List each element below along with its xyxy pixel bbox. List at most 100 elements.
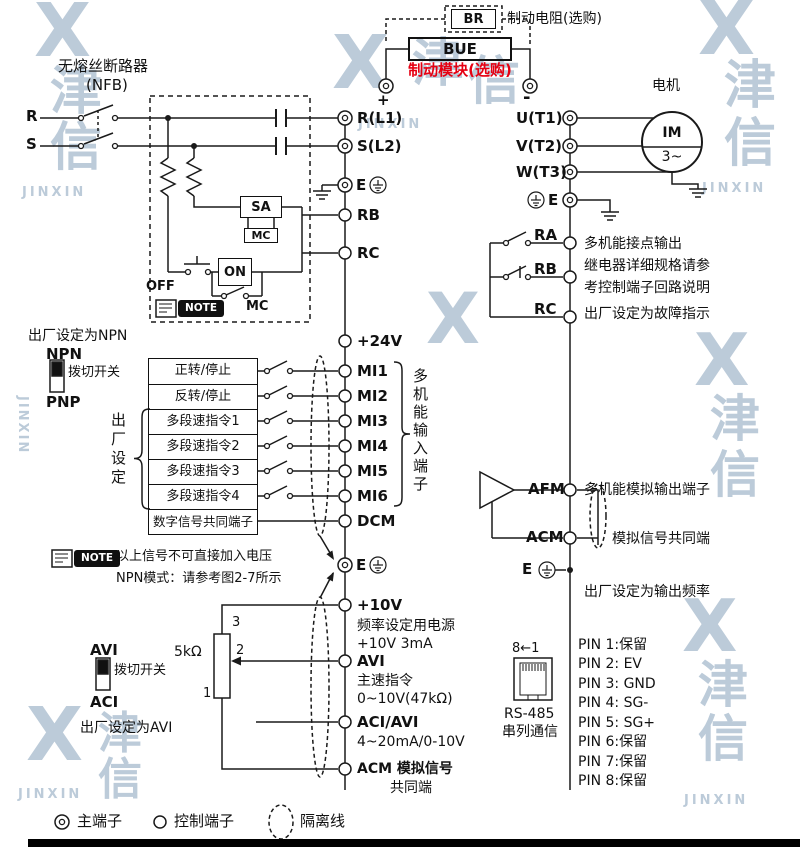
watermark-x-logo: X — [26, 692, 84, 778]
dc-plus-label: + — [377, 91, 390, 109]
note-tag: NOTE — [74, 550, 120, 567]
digital-row-label: 数字信号共同端子 — [149, 509, 257, 534]
pot-terminal-2: 2 — [236, 643, 245, 658]
note-line-1: 以上信号不可直接加入电压 — [116, 549, 273, 564]
terminal-r-l1: R(L1) — [357, 109, 403, 127]
terminal-mi1: MI1 — [357, 362, 388, 380]
npn-default-note: 出厂设定为NPN — [28, 328, 128, 344]
phase-s-label: S — [26, 135, 37, 153]
terminal-e1: E — [356, 176, 367, 194]
terminal-mi2: MI2 — [357, 387, 388, 405]
terminal-acm: ACM 模拟信号 — [357, 761, 453, 777]
watermark-en: JINXIN — [22, 185, 87, 200]
pin-list-item: PIN 1:保留 — [578, 637, 648, 653]
motor-phase-label: 3~ — [661, 149, 683, 165]
afm-note: 多机能模拟输出端子 — [584, 482, 710, 498]
watermark-cn: 信 — [698, 710, 748, 768]
terminal-ra: RA — [534, 226, 558, 244]
motor-title: 电机 — [652, 78, 680, 94]
relay-note-3: 考控制端子回路说明 — [584, 280, 710, 296]
avi-default-note: 出厂设定为AVI — [80, 720, 173, 736]
digital-row-label: 正转/停止 — [174, 363, 232, 378]
watermark-cn: 信 — [710, 446, 760, 504]
terminal-e2: E — [356, 556, 367, 574]
watermark-en: JINXIN — [684, 793, 749, 808]
pot-value: 5kΩ — [174, 644, 202, 660]
pnp-label: PNP — [46, 393, 81, 411]
bue-note: 制动模块(选购) — [408, 61, 512, 79]
terminal-mi6: MI6 — [357, 487, 388, 505]
mc-coil-box: MC — [244, 228, 278, 243]
phase-r-label: R — [26, 107, 38, 125]
watermark-cn: 信 — [468, 52, 521, 112]
factory-setting-vertical: 出厂设定 — [109, 412, 127, 488]
terminal-afm: AFM — [528, 480, 565, 498]
terminal-rb: RB — [357, 206, 380, 224]
toggle-switch-label: 拨切开关 — [114, 663, 167, 678]
watermark-cn: 津 — [412, 34, 465, 94]
watermark-x-logo: X — [698, 0, 756, 72]
terminal-s-l2: S(L2) — [357, 137, 402, 155]
watermark-cn: 津 — [710, 390, 760, 448]
bue-box: BUE — [408, 37, 512, 61]
digital-row-label: 多段速指令3 — [149, 459, 257, 484]
note-line-2: NPN模式：请参考图2-7所示 — [116, 571, 282, 586]
relay-note-1: 多机能接点输出 — [584, 236, 682, 252]
terminal-avi-desc2: 0~10V(47kΩ) — [357, 691, 453, 707]
pot-terminal-1: 1 — [203, 686, 212, 701]
acm-note: 模拟信号共同端 — [612, 531, 710, 547]
pin-list-item: PIN 6:保留 — [578, 734, 648, 750]
terminal-v-t2: V(T2) — [516, 137, 562, 155]
output-frequency-note: 出厂设定为输出频率 — [584, 584, 710, 600]
watermark-cn: 津 — [50, 62, 103, 122]
npn-label: NPN — [46, 345, 83, 363]
pin-list-item: PIN 2: EV — [578, 656, 642, 672]
br-box: BR — [451, 9, 496, 29]
on-button-box: ON — [218, 258, 252, 286]
watermark-en: JINXIN — [358, 117, 423, 132]
terminal-mi3: MI3 — [357, 412, 388, 430]
digital-input-function-table: 正转/停止 反转/停止 多段速指令1 多段速指令2 多段速指令3 多段速指令4 … — [148, 358, 258, 535]
digital-row-label: 多段速指令1 — [149, 409, 257, 434]
terminal-acm-desc: 共同端 — [390, 780, 432, 796]
watermark-x-logo: X — [426, 278, 480, 360]
note-tag: NOTE — [178, 300, 224, 317]
watermark-cn: 信 — [724, 114, 777, 174]
off-button-label: OFF — [146, 279, 175, 294]
terminal-rb-right: RB — [534, 260, 557, 278]
legend-shield-line: 隔离线 — [300, 812, 346, 830]
pin-list-item: PIN 7:保留 — [578, 754, 648, 770]
watermark-cn: 津 — [698, 656, 748, 714]
terminal-mi4: MI4 — [357, 437, 388, 455]
mc-aux-label: MC — [246, 299, 269, 314]
legend-control-terminal: 控制端子 — [174, 812, 235, 830]
relay-note-4: 出厂设定为故障指示 — [584, 306, 710, 322]
terminal-10v-desc2: +10V 3mA — [357, 636, 433, 652]
terminal-aci-desc: 4~20mA/0-10V — [357, 734, 465, 750]
terminal-avi-desc1: 主速指令 — [357, 673, 413, 689]
avi-switch-label: AVI — [90, 641, 118, 659]
digital-row-label: 多段速指令4 — [149, 484, 257, 509]
motor-im-label: IM — [662, 125, 682, 141]
terminal-10v-desc1: 频率设定用电源 — [357, 618, 455, 634]
watermark-en: JINXIN — [702, 181, 767, 196]
rs485-sublabel: 串列通信 — [502, 724, 558, 740]
terminal-w-t3: W(T3) — [516, 163, 567, 181]
watermark-en: JINXIN — [18, 787, 83, 802]
terminal-mi5: MI5 — [357, 462, 388, 480]
watermark-x-logo: X — [34, 0, 92, 74]
terminal-rc-right: RC — [534, 300, 557, 318]
terminal-e-right: E — [548, 191, 559, 209]
terminal-acm-right: ACM — [526, 528, 564, 546]
terminal-rc: RC — [357, 244, 380, 262]
watermark-cn: 信 — [50, 118, 103, 178]
bottom-divider-bar — [28, 839, 800, 847]
digital-row-label: 多段速指令2 — [149, 434, 257, 459]
aci-switch-label: ACI — [90, 693, 119, 711]
digital-row-label: 反转/停止 — [149, 384, 257, 409]
terminal-24v: +24V — [357, 332, 403, 350]
nfb-subtitle: (NFB) — [86, 76, 128, 94]
rs485-label: RS-485 — [504, 706, 555, 722]
multifunction-input-vertical: 多机能输入端子 — [411, 368, 429, 494]
